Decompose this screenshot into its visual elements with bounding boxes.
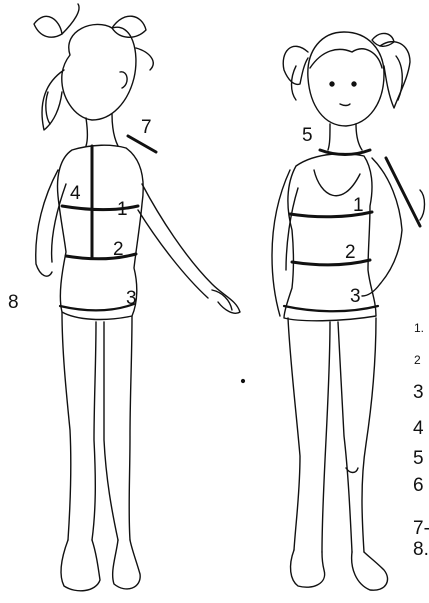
front-label-2: 2 bbox=[345, 243, 356, 262]
back-label-1: 1 bbox=[117, 200, 128, 219]
legend-item-4: 4 bbox=[413, 419, 424, 438]
label-8: 8 bbox=[8, 293, 19, 312]
legend-item-5: 5 bbox=[413, 449, 424, 468]
front-label-5: 5 bbox=[302, 126, 313, 145]
back-figure bbox=[34, 4, 240, 591]
back-label-4: 4 bbox=[70, 184, 81, 203]
front-figure bbox=[272, 32, 420, 590]
legend-bracket bbox=[420, 190, 425, 220]
speck bbox=[242, 380, 245, 383]
back-label-3: 3 bbox=[126, 289, 137, 308]
back-label-2: 2 bbox=[113, 240, 124, 259]
front-label-1: 1 bbox=[353, 196, 364, 215]
legend-item-6: 6 bbox=[413, 476, 424, 495]
back-label-7: 7 bbox=[141, 118, 152, 137]
legend-item-8: 8. bbox=[413, 540, 429, 559]
legend-item-1: 1. bbox=[414, 322, 424, 334]
legend-item-2: 2 bbox=[414, 354, 421, 366]
front-label-3: 3 bbox=[350, 287, 361, 306]
legend-item-3: 3 bbox=[413, 383, 424, 402]
legend-item-7: 7- bbox=[413, 519, 429, 538]
